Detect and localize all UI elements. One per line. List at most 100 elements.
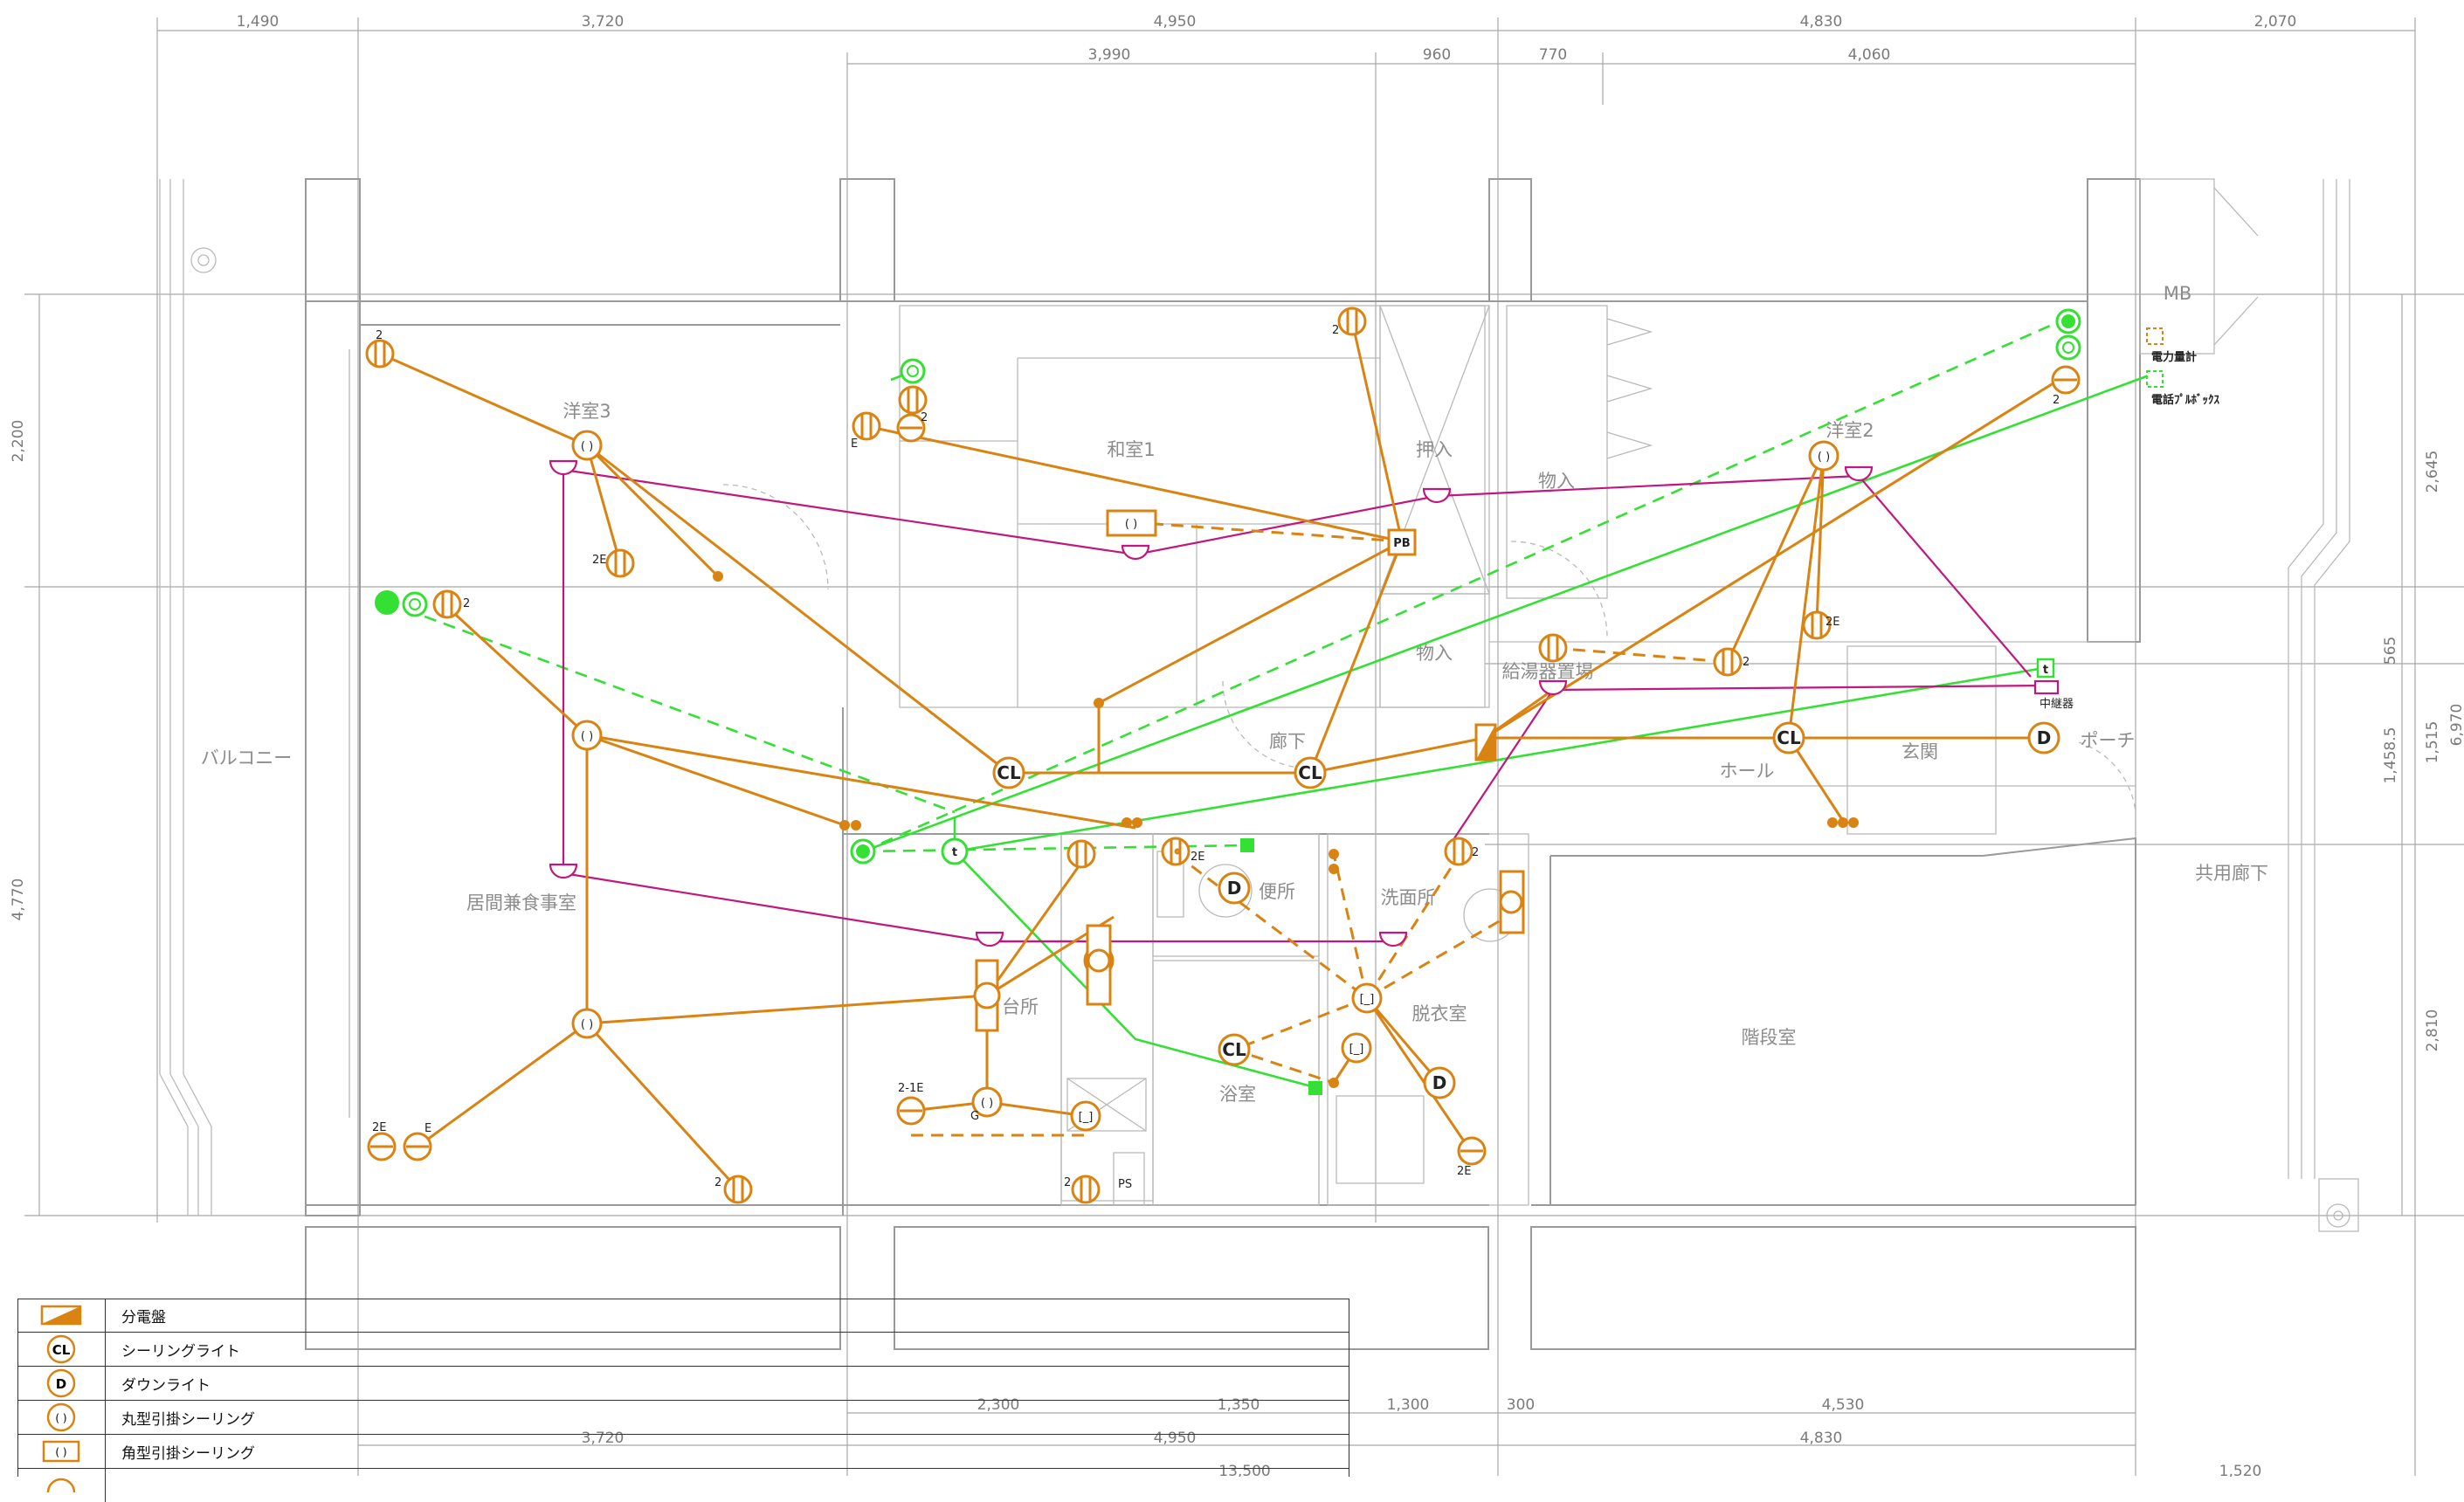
weak-current-wiring (386, 317, 2150, 1089)
switch-icon (1422, 487, 1452, 504)
room-balcony: バルコニー (201, 748, 293, 768)
round-ceiling-hook-icon (973, 959, 1001, 1032)
label-2: 2 (1472, 846, 1479, 859)
svg-text:( ): ( ) (1125, 518, 1137, 531)
room-oshiire: 押入 (1416, 439, 1453, 460)
walls (159, 178, 2359, 1350)
room-dressing: 脱衣室 (1412, 1003, 1467, 1024)
svg-text:[_]: [_] (1349, 1043, 1364, 1056)
label-2e: 2E (372, 1121, 387, 1134)
relay-icon (2033, 679, 2060, 695)
dim-top-1: 1,490 (237, 13, 280, 31)
svg-text:CL: CL (997, 762, 1021, 783)
room-hall: ホール (1720, 761, 1775, 782)
label-2: 2 (376, 329, 383, 342)
svg-text:t: t (2043, 664, 2048, 677)
downlight-icon: D (2027, 721, 2060, 754)
outlet-icon (1174, 848, 1181, 855)
tv-outlet-icon (900, 358, 926, 384)
label-2: 2 (1064, 1176, 1071, 1189)
outlet-icon (1538, 633, 1568, 663)
room-western3: 洋室3 (563, 401, 611, 422)
panel-icon (17, 1299, 106, 1332)
label-2: 2 (463, 597, 470, 610)
label-2: 2 (714, 1176, 721, 1189)
dim-left-2: 4,770 (10, 878, 27, 921)
round-ceiling-hook-icon: [_] (1351, 982, 1383, 1014)
label-2e: 2E (1826, 616, 1840, 629)
downlight-icon: D (1423, 1066, 1456, 1099)
dim-bot-2: 1,350 (1218, 1396, 1260, 1414)
room-mb: MB (2164, 283, 2192, 304)
svg-text:CL: CL (1222, 1039, 1246, 1060)
room-entrance: 玄関 (1901, 741, 1938, 762)
round-ceiling-hook-icon: [_] (1070, 1100, 1101, 1132)
square-ceiling-hook-icon: ( ) (17, 1435, 106, 1468)
telephone-outlet-icon (375, 590, 399, 615)
dim-bot2-3: 4,830 (1800, 1430, 1843, 1447)
partial-icon (17, 1469, 106, 1502)
dim-top2-2: 960 (1423, 46, 1451, 64)
outlet-icon (1802, 610, 1832, 640)
legend-label: シーリングライト (121, 1342, 240, 1361)
switch-icon (1844, 465, 1874, 482)
label-2-1e: 2-1E (898, 1082, 923, 1095)
junction-box-icon (1240, 838, 1254, 852)
svg-text:D: D (56, 1376, 66, 1392)
legend-frame (17, 1299, 1349, 1477)
switch-icon (549, 863, 578, 879)
label-e: E (851, 438, 858, 451)
outlet-icon (852, 411, 881, 441)
dimensions-side: 2,200 4,770 2,645 565 1,458.5 1,515 6,97… (10, 420, 2464, 1052)
label-2e: 2E (1191, 851, 1205, 864)
svg-text:CL: CL (1777, 727, 1801, 748)
dim-top-2: 3,720 (582, 13, 625, 31)
dim-top-3: 4,950 (1154, 13, 1197, 31)
power-wiring (379, 320, 2067, 1191)
round-ceiling-hook-icon (1499, 870, 1525, 934)
svg-text:( ): ( ) (981, 1097, 993, 1110)
svg-text:CL: CL (1298, 762, 1322, 783)
downlight-icon: D (17, 1367, 106, 1400)
room-porch: ポーチ (2081, 730, 2136, 751)
dim-bot-3: 1,300 (1387, 1396, 1430, 1414)
svg-text:t: t (952, 846, 957, 859)
svg-text:[_]: [_] (1360, 993, 1375, 1006)
svg-text:( ): ( ) (581, 440, 593, 453)
outlet-icon (896, 1096, 926, 1126)
legend-row: ( ) 角型引掛シーリング (17, 1435, 1349, 1469)
panel-icon (1474, 723, 1497, 761)
legend-label: 丸型引掛シーリング (121, 1410, 255, 1429)
label-e: E (424, 1122, 431, 1135)
svg-text:( ): ( ) (581, 1018, 593, 1031)
outlet-icon (2051, 365, 2081, 395)
dim-right-2: 565 (2382, 637, 2399, 665)
switch-icon (975, 931, 1004, 947)
room-corridor: 廊下 (1269, 731, 1306, 752)
legend-label: 分電盤 (121, 1308, 166, 1326)
label-2: 2 (1332, 324, 1339, 337)
round-ceiling-hook-icon (1083, 924, 1115, 1006)
dim-top2-3: 770 (1539, 46, 1567, 64)
room-storage2: 物入 (1416, 643, 1453, 664)
dim-bot3-2: 1,520 (2219, 1463, 2262, 1477)
outlet-icon (898, 385, 928, 415)
tv-outlet-icon (2055, 334, 2081, 361)
outlet-icon (1457, 1136, 1487, 1166)
label-2e: 2E (592, 554, 607, 567)
ceiling-light-icon: CL (992, 756, 1025, 789)
outlet-icon (1713, 647, 1743, 677)
room-shared-corridor: 共用廊下 (2195, 863, 2268, 884)
room-washitsu: 和室1 (1107, 439, 1155, 460)
round-ceiling-hook-icon: ( ) (1808, 440, 1839, 472)
room-living: 居間兼食事室 (466, 892, 576, 913)
switch-icon (549, 459, 578, 476)
telephone-outlet-icon (2055, 308, 2081, 334)
dim-bot-1: 2,300 (977, 1396, 1020, 1414)
label-2: 2 (1743, 656, 1750, 669)
svg-text:( ): ( ) (1818, 451, 1830, 464)
ceiling-light-icon: CL (17, 1333, 106, 1366)
label-ps: PS (1118, 1178, 1132, 1191)
outlet-icon (432, 589, 462, 619)
